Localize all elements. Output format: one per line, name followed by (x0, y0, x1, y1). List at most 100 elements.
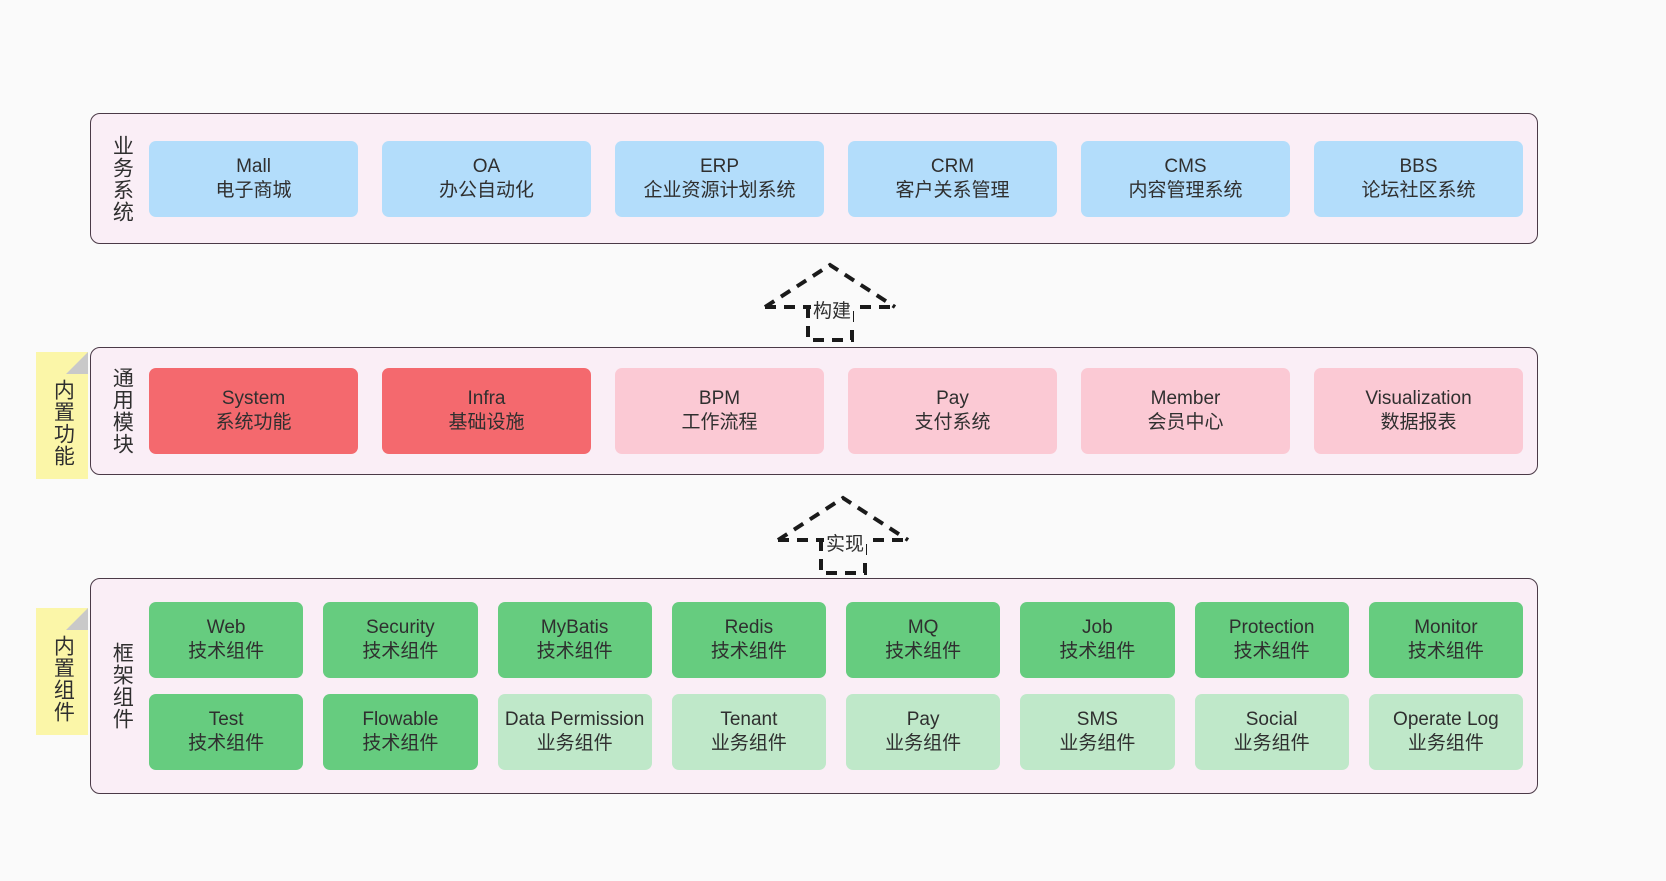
node-row: Mall 电子商城 OA 办公自动化 ERP 企业资源计划系统 CRM 客户关系… (149, 140, 1523, 217)
node-subtitle: 办公自动化 (438, 179, 534, 201)
connector-realize: 实现 (773, 495, 913, 575)
node-subtitle: 电子商城 (215, 179, 292, 201)
node-subtitle: 技术组件 (1233, 641, 1310, 662)
node-mybatis[interactable]: MyBatis 技术组件 (497, 602, 652, 678)
node-title: Infra (467, 388, 506, 410)
note-label: 内置组件 (51, 634, 75, 723)
node-subtitle: 系统功能 (215, 412, 292, 433)
node-title: Visualization (1365, 388, 1472, 410)
node-subtitle: 技术组件 (188, 641, 265, 662)
node-protection[interactable]: Protection 技术组件 (1194, 602, 1349, 678)
layer-body-business-systems: Mall 电子商城 OA 办公自动化 ERP 企业资源计划系统 CRM 客户关系… (143, 114, 1537, 243)
note-label: 内置功能 (51, 378, 75, 467)
node-data-permission[interactable]: Data Permission 业务组件 (497, 694, 652, 770)
node-title: Test (208, 709, 244, 731)
node-subtitle: 基础设施 (448, 412, 525, 433)
node-oa[interactable]: OA 办公自动化 (382, 140, 591, 217)
node-row: Test 技术组件 Flowable 技术组件 Data Permission … (149, 694, 1523, 770)
node-subtitle: 论坛社区系统 (1361, 179, 1476, 201)
node-subtitle: 工作流程 (681, 412, 758, 433)
layer-title-business-systems: 业务系统 (110, 134, 134, 223)
node-subtitle: 数据报表 (1380, 412, 1457, 433)
node-mall[interactable]: Mall 电子商城 (149, 140, 358, 217)
layer-business-systems: 业务系统 Mall 电子商城 OA 办公自动化 ERP 企业资源计划系统 CRM… (90, 113, 1538, 244)
node-subtitle: 技术组件 (362, 733, 439, 754)
node-mq[interactable]: MQ 技术组件 (846, 602, 1001, 678)
layer-title-common-modules: 通用模块 (110, 367, 134, 455)
node-subtitle: 业务组件 (1233, 733, 1310, 754)
layer-body-common-modules: System 系统功能 Infra 基础设施 BPM 工作流程 Pay 支付系统… (143, 348, 1537, 474)
node-subtitle: 业务组件 (1059, 733, 1136, 754)
node-sms[interactable]: SMS 业务组件 (1020, 694, 1175, 770)
node-title: SMS (1076, 709, 1118, 731)
node-subtitle: 会员中心 (1147, 412, 1224, 433)
node-subtitle: 支付系统 (914, 412, 991, 433)
node-social[interactable]: Social 业务组件 (1194, 694, 1349, 770)
node-redis[interactable]: Redis 技术组件 (671, 602, 826, 678)
node-subtitle: 客户关系管理 (895, 179, 1010, 201)
node-subtitle: 业务组件 (536, 733, 613, 754)
node-title: Security (366, 617, 435, 639)
node-system[interactable]: System 系统功能 (149, 368, 358, 454)
node-title: OA (472, 155, 501, 177)
node-monitor[interactable]: Monitor 技术组件 (1368, 602, 1523, 678)
node-title: Social (1245, 709, 1298, 731)
node-subtitle: 技术组件 (710, 641, 787, 662)
node-flowable[interactable]: Flowable 技术组件 (323, 694, 478, 770)
node-subtitle: 业务组件 (710, 733, 787, 754)
node-subtitle: 内容管理系统 (1128, 179, 1243, 201)
node-security[interactable]: Security 技术组件 (323, 602, 478, 678)
node-bpm[interactable]: BPM 工作流程 (615, 368, 824, 454)
connector-build-label: 构建 (811, 296, 854, 323)
node-row: System 系统功能 Infra 基础设施 BPM 工作流程 Pay 支付系统… (149, 368, 1523, 454)
node-subtitle: 技术组件 (1407, 641, 1484, 662)
node-operate-log[interactable]: Operate Log 业务组件 (1368, 694, 1523, 770)
node-web[interactable]: Web 技术组件 (149, 602, 304, 678)
node-title: Tenant (720, 709, 778, 731)
node-pay[interactable]: Pay 支付系统 (848, 368, 1057, 454)
node-infra[interactable]: Infra 基础设施 (382, 368, 591, 454)
node-erp[interactable]: ERP 企业资源计划系统 (615, 140, 824, 217)
connector-realize-label: 实现 (824, 529, 867, 556)
node-title: Data Permission (504, 709, 645, 731)
layer-framework-components: 框架组件 Web 技术组件 Security 技术组件 MyBatis 技术组件… (90, 578, 1538, 794)
node-title: Protection (1228, 617, 1315, 639)
node-visualization[interactable]: Visualization 数据报表 (1314, 368, 1523, 454)
node-title: Pay (936, 388, 969, 410)
node-subtitle: 企业资源计划系统 (643, 179, 796, 201)
node-title: System (221, 388, 286, 410)
node-cms[interactable]: CMS 内容管理系统 (1081, 140, 1290, 217)
connector-build: 构建 (760, 262, 900, 342)
node-title: Pay (906, 709, 940, 731)
node-bbs[interactable]: BBS 论坛社区系统 (1314, 140, 1523, 217)
node-title: CRM (930, 155, 975, 177)
node-title: MQ (907, 617, 939, 639)
node-subtitle: 技术组件 (362, 641, 439, 662)
node-title: MyBatis (540, 617, 609, 639)
note-builtin-components: 内置组件 (36, 608, 88, 735)
layer-body-framework-components: Web 技术组件 Security 技术组件 MyBatis 技术组件 Redi… (143, 579, 1537, 793)
node-member[interactable]: Member 会员中心 (1081, 368, 1290, 454)
note-builtin-functions: 内置功能 (36, 352, 88, 479)
layer-common-modules: 通用模块 System 系统功能 Infra 基础设施 BPM 工作流程 Pay… (90, 347, 1538, 475)
node-subtitle: 技术组件 (536, 641, 613, 662)
node-title: Mall (236, 155, 271, 177)
node-row: Web 技术组件 Security 技术组件 MyBatis 技术组件 Redi… (149, 602, 1523, 678)
node-title: Web (206, 617, 246, 639)
node-title: CMS (1164, 155, 1207, 177)
node-crm[interactable]: CRM 客户关系管理 (848, 140, 1057, 217)
node-title: Job (1082, 617, 1113, 639)
node-tenant[interactable]: Tenant 业务组件 (671, 694, 826, 770)
node-subtitle: 业务组件 (1407, 733, 1484, 754)
node-pay-component[interactable]: Pay 业务组件 (846, 694, 1001, 770)
node-title: BPM (698, 388, 741, 410)
layer-title-framework-components: 框架组件 (110, 642, 134, 730)
node-job[interactable]: Job 技术组件 (1020, 602, 1175, 678)
node-subtitle: 技术组件 (885, 641, 962, 662)
node-title: ERP (699, 155, 740, 177)
node-test[interactable]: Test 技术组件 (149, 694, 304, 770)
node-title: Member (1150, 388, 1221, 410)
node-title: Redis (724, 617, 774, 639)
node-title: Monitor (1414, 617, 1478, 639)
